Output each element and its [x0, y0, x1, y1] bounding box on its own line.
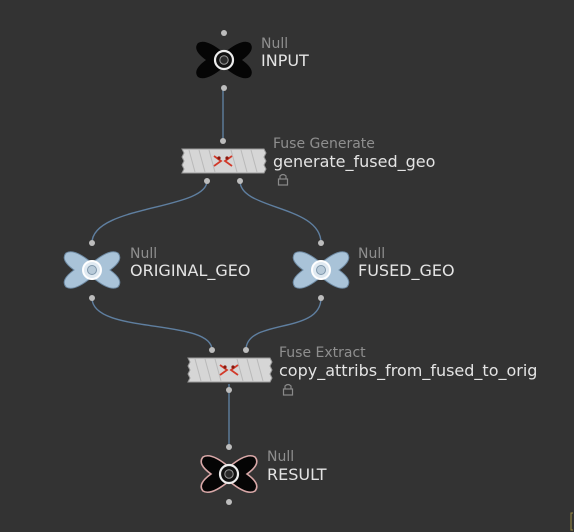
fuse-icon	[213, 155, 233, 167]
input-port[interactable]	[318, 240, 324, 246]
corner-marker	[570, 512, 573, 531]
node-name-label[interactable]: RESULT	[267, 465, 327, 484]
input-port-2[interactable]	[243, 347, 249, 353]
output-port-2[interactable]	[237, 178, 243, 184]
input-port[interactable]	[221, 30, 227, 36]
wires	[91, 88, 322, 448]
node-name-label[interactable]: FUSED_GEO	[358, 261, 455, 281]
fuse-node-pattern	[194, 358, 264, 382]
wire-fused-to-extract[interactable]	[245, 297, 322, 351]
node-type-label: Null	[267, 449, 294, 465]
lock-icon[interactable]	[277, 173, 289, 186]
node-name-label[interactable]: INPUT	[261, 51, 309, 70]
node-name-label[interactable]: ORIGINAL_GEO	[130, 261, 250, 281]
node-copy-attribs[interactable]	[187, 347, 273, 393]
fuse-icon	[219, 364, 239, 376]
node-type-label: Null	[261, 36, 288, 52]
output-port[interactable]	[226, 499, 232, 505]
lock-icon[interactable]	[282, 383, 294, 396]
input-port[interactable]	[89, 240, 95, 246]
node-input[interactable]	[196, 30, 252, 91]
node-type-label: Fuse Extract	[279, 345, 366, 361]
wire-generate-to-fused[interactable]	[239, 180, 322, 244]
node-name-label[interactable]: generate_fused_geo	[273, 152, 435, 172]
node-fused-geo[interactable]	[292, 240, 350, 301]
output-port[interactable]	[221, 85, 227, 91]
node-name-label[interactable]: copy_attribs_from_fused_to_orig	[279, 361, 537, 381]
input-port[interactable]	[226, 444, 232, 450]
output-port[interactable]	[318, 295, 324, 301]
node-type-label: Null	[358, 246, 385, 262]
node-original-geo[interactable]	[63, 240, 121, 301]
node-result[interactable]	[200, 444, 258, 505]
wire-generate-to-original[interactable]	[91, 180, 208, 244]
output-port[interactable]	[226, 387, 232, 393]
output-port-1[interactable]	[204, 178, 210, 184]
input-port[interactable]	[220, 138, 226, 144]
node-type-label: Null	[130, 246, 157, 262]
output-port[interactable]	[89, 295, 95, 301]
wire-original-to-extract[interactable]	[91, 297, 213, 351]
input-port-1[interactable]	[209, 347, 215, 353]
node-generate-fused-geo[interactable]	[181, 138, 267, 184]
fuse-node-pattern	[188, 149, 258, 173]
node-type-label: Fuse Generate	[273, 136, 375, 152]
